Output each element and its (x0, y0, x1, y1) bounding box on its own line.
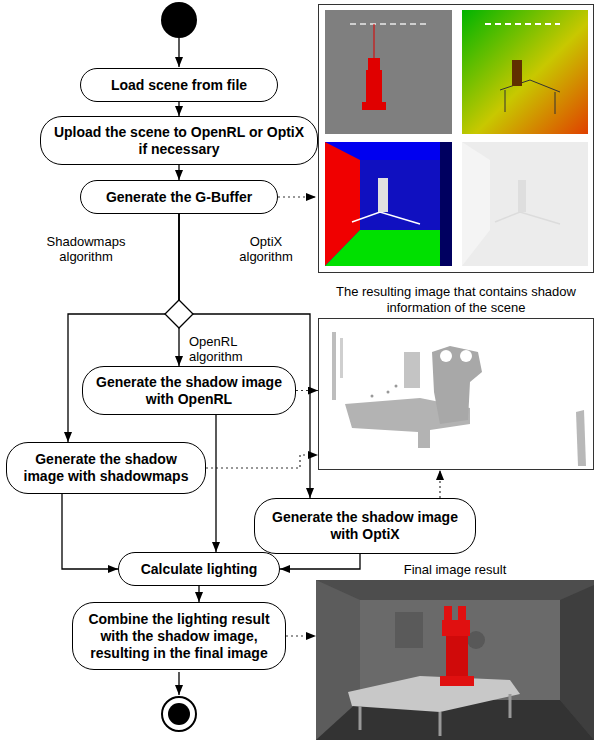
box-label: Combine the lighting result with the sha… (85, 611, 273, 662)
dotted-arrow (206, 455, 318, 468)
branch-label: OptiX algorithm (230, 234, 302, 264)
flow-arrow (198, 586, 199, 602)
box-label: Generate the shadow image with OptiX (267, 509, 463, 543)
activity-box: Generate the shadow image with OptiX (254, 498, 476, 554)
activity-box: Combine the lighting result with the sha… (72, 602, 286, 670)
flow-arrow (178, 102, 179, 116)
box-label: Generate the shadow image with shadowmap… (17, 451, 195, 485)
dotted-arrow (296, 390, 318, 391)
start-arrow (178, 38, 179, 67)
dotted-arrow (439, 470, 440, 498)
panel-heading: The resulting image that contains shadow… (318, 284, 594, 316)
start-node (161, 2, 197, 38)
leader-arrow (278, 196, 316, 197)
branch-label: Shadowmaps algorithm (38, 234, 134, 264)
flow-arrow (280, 554, 360, 569)
decision-diamond (165, 300, 193, 328)
box-label: Calculate lighting (141, 561, 258, 578)
flow-arrow (178, 165, 179, 180)
image-area (316, 580, 594, 740)
branch-label: OpenRL algorithm (188, 334, 260, 364)
activity-box: Load scene from file (80, 68, 278, 102)
end-node (162, 697, 196, 731)
box-label: Upload the scene to OpenRL or OptiX if n… (53, 124, 305, 158)
activity-box: Generate the shadow image with shadowmap… (6, 442, 206, 494)
activity-box: Calculate lighting (118, 552, 280, 586)
end-arrow (178, 672, 179, 695)
gbuffer-images (319, 5, 594, 273)
box-label: Generate the shadow image with OpenRL (95, 374, 283, 408)
box-label: Load scene from file (111, 77, 247, 94)
flow-arrow (62, 494, 118, 569)
box-label: Generate the G-Buffer (106, 189, 252, 206)
image-panel: The resulting image that contains shadow… (318, 284, 594, 470)
shadow-image (319, 319, 594, 470)
panel-heading: Final image result (316, 562, 594, 578)
image-panel: Final image result (316, 562, 594, 740)
activity-box: Generate the G-Buffer (80, 180, 278, 214)
dotted-arrow (286, 635, 316, 636)
activity-box: Generate the shadow image with OpenRL (82, 366, 296, 415)
final-image (316, 580, 594, 740)
flow-arrow (215, 415, 216, 552)
image-area (318, 318, 594, 470)
end-node-core (168, 703, 190, 725)
activity-box: Upload the scene to OpenRL or OptiX if n… (40, 116, 318, 165)
